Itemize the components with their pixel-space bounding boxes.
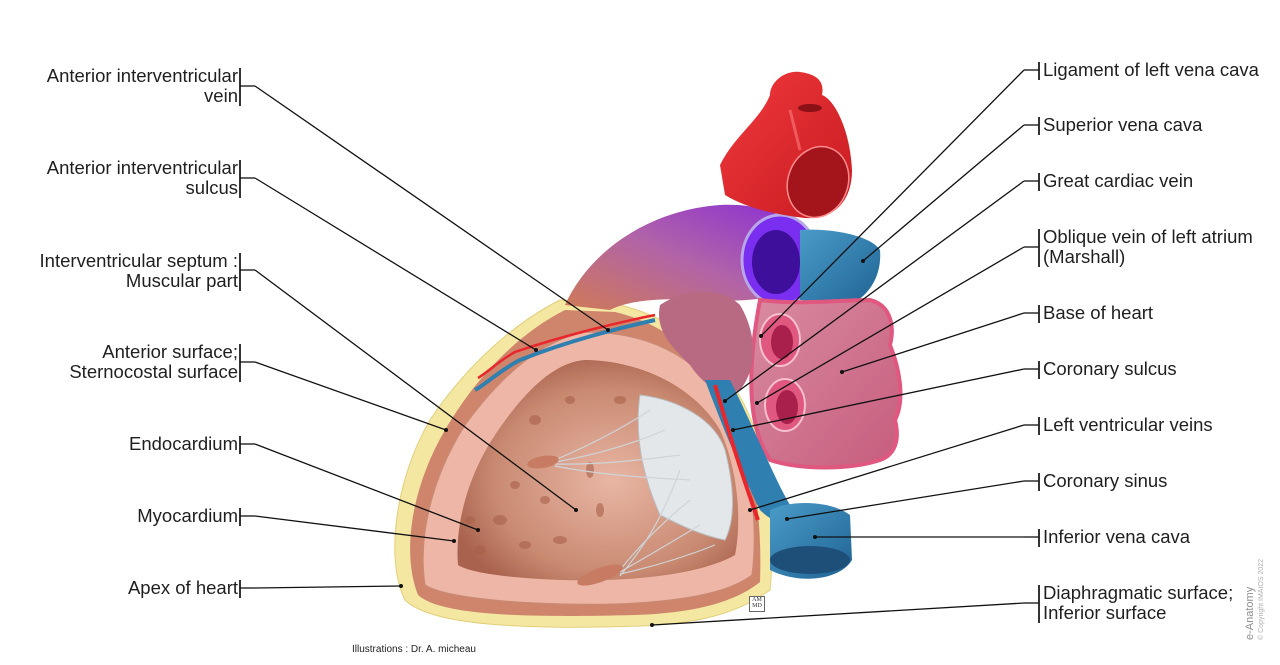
label-ligament-of-left-vena-cava: Ligament of left vena cava — [1043, 60, 1259, 80]
label-line: Diaphragmatic surface; — [1043, 582, 1234, 603]
watermark: e-Anatomy © Copyright IMAIOS 2022 — [1244, 558, 1266, 640]
leader-endocardium — [239, 436, 480, 532]
label-line: Anterior interventricular — [46, 65, 238, 86]
label-line: Interventricular septum : — [39, 250, 238, 271]
papillary-muscle-posterior — [577, 564, 623, 586]
label-line: (Marshall) — [1043, 246, 1126, 267]
leader-left-ventricular-veins — [748, 417, 1040, 512]
anterior-interventricular-artery — [477, 313, 656, 380]
leader-ligament-of-left-vena-cava — [759, 62, 1040, 338]
chordae-tendineae — [554, 409, 716, 577]
label-line: Coronary sinus — [1043, 470, 1168, 491]
illustration-credit: Illustrations : Dr. A. micheau — [352, 644, 476, 655]
leader-apex-of-heart — [239, 580, 403, 598]
trabeculae — [465, 396, 626, 555]
leader-coronary-sinus — [785, 473, 1040, 521]
anterior-interventricular-vein-vessel — [474, 318, 656, 392]
label-apex-of-heart: Apex of heart — [128, 578, 238, 598]
leader-anterior-surface — [239, 344, 448, 432]
coronary-sinus-vessel — [705, 380, 790, 522]
label-line: Sternocostal surface — [69, 361, 238, 382]
label-line: Ligament of left vena cava — [1043, 59, 1259, 80]
label-great-cardiac-vein: Great cardiac vein — [1043, 171, 1193, 191]
watermark-brand: e-Anatomy — [1244, 586, 1256, 640]
label-anterior-interventricular-vein: Anterior interventricular vein — [47, 66, 238, 106]
label-anterior-surface: Anterior surface; Sternocostal surface — [69, 342, 238, 382]
label-line: Inferior vena cava — [1043, 526, 1191, 547]
coronary-artery — [713, 384, 760, 521]
left-auricle — [659, 291, 754, 393]
label-line: Anterior interventricular — [46, 157, 238, 178]
label-coronary-sulcus: Coronary sulcus — [1043, 359, 1177, 379]
label-left-ventricular-veins: Left ventricular veins — [1043, 415, 1213, 435]
leader-anterior-interventricular-sulcus — [239, 160, 538, 352]
label-line: Base of heart — [1043, 302, 1154, 323]
leader-myocardium — [239, 508, 456, 543]
label-line: Left ventricular veins — [1043, 414, 1213, 435]
label-line: Anterior surface; — [102, 341, 238, 362]
leader-anterior-interventricular-vein — [239, 68, 610, 332]
watermark-copyright: © Copyright IMAIOS 2022 — [1258, 558, 1265, 640]
leader-great-cardiac-vein — [723, 173, 1040, 403]
leader-interventricular-septum-muscular — [239, 253, 578, 512]
label-line: vein — [204, 85, 238, 106]
label-base-of-heart: Base of heart — [1043, 303, 1153, 323]
label-line: Great cardiac vein — [1043, 170, 1194, 191]
leader-inferior-vena-cava — [813, 529, 1040, 547]
superior-vena-cava — [800, 229, 881, 305]
label-superior-vena-cava: Superior vena cava — [1043, 115, 1202, 135]
label-anterior-interventricular-sulcus: Anterior interventricular sulcus — [47, 158, 238, 198]
label-myocardium: Myocardium — [137, 506, 238, 526]
leader-base-of-heart — [840, 305, 1040, 374]
label-coronary-sinus: Coronary sinus — [1043, 471, 1167, 491]
label-line: Inferior surface — [1043, 602, 1167, 623]
label-interventricular-septum: Interventricular septum : Muscular part — [40, 251, 238, 291]
label-line: Endocardium — [128, 433, 238, 454]
label-line: Superior vena cava — [1043, 114, 1203, 135]
pulmonary-trunk — [565, 204, 800, 310]
papillary-muscle-anterior — [527, 455, 559, 469]
label-inferior-vena-cava: Inferior vena cava — [1043, 527, 1190, 547]
label-line: Coronary sulcus — [1043, 358, 1177, 379]
leader-oblique-vein-of-left-atrium — [755, 229, 1040, 405]
label-line: sulcus — [185, 177, 238, 198]
label-line: Apex of heart — [127, 577, 238, 598]
signature-mark: AM MD — [749, 596, 765, 612]
leader-superior-vena-cava — [861, 117, 1040, 263]
label-oblique-vein-of-left-atrium: Oblique vein of left atrium (Marshall) — [1043, 227, 1253, 267]
aorta-opening — [786, 145, 850, 219]
label-endocardium: Endocardium — [129, 434, 238, 454]
label-line: Oblique vein of left atrium — [1043, 226, 1253, 247]
leader-diaphragmatic-surface — [650, 585, 1040, 627]
label-line: Myocardium — [137, 505, 238, 526]
label-line: Muscular part — [125, 270, 238, 291]
label-diaphragmatic-surface: Diaphragmatic surface; Inferior surface — [1043, 583, 1233, 623]
leader-coronary-sinus-label-coronary-sulcus — [731, 361, 1040, 432]
